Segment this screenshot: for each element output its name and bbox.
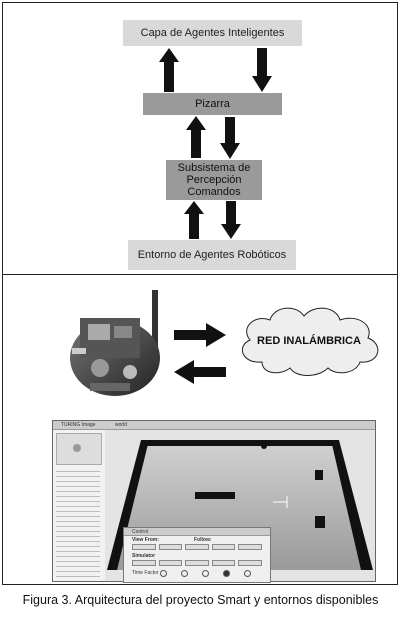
up-arrow-icon (184, 201, 204, 239)
time-factor-radios (160, 570, 264, 577)
simulator-button[interactable] (132, 560, 156, 566)
view-button[interactable] (185, 544, 209, 550)
figure-divider (2, 274, 398, 275)
world-window-titlebar: world (105, 421, 375, 430)
perception-subsystem-box: Subsistema de Percepción Comandos (166, 160, 262, 200)
turing-text-list (56, 467, 100, 577)
world-window-title: world (115, 422, 127, 428)
robotic-environment-box: Entorno de Agentes Robóticos (128, 240, 296, 270)
time-factor-radio[interactable] (181, 570, 188, 577)
turing-image-view (56, 433, 102, 465)
wireless-network-label: RED INALÁMBRICA (257, 335, 361, 347)
view-button[interactable] (211, 544, 236, 550)
subsystem-line-1: Subsistema de (177, 162, 251, 174)
up-arrow-icon (186, 116, 206, 158)
turing-window-titlebar: TURING Image (53, 421, 105, 430)
subsystem-line-2: Percepción (186, 174, 242, 186)
simulator-label: Simulator (132, 553, 156, 559)
figure-caption: Figura 3. Arquitectura del proyecto Smar… (22, 593, 379, 607)
agents-layer-box: Capa de Agentes Inteligentes (123, 20, 302, 46)
control-panel-titlebar: Control (124, 528, 270, 536)
simulator-button[interactable] (185, 560, 209, 566)
simulator-buttons-row (132, 560, 262, 566)
turing-image-window: TURING Image (53, 421, 106, 581)
view-buttons-row (132, 544, 262, 550)
turing-window-title: TURING Image (61, 422, 96, 428)
simulator-button[interactable] (158, 560, 183, 566)
right-arrow-icon (174, 323, 226, 347)
blackboard-box: Pizarra (143, 93, 282, 115)
wireless-arrows (174, 323, 226, 384)
down-arrow-icon (252, 48, 272, 92)
view-button[interactable] (132, 544, 156, 550)
world-window: world (105, 421, 375, 581)
time-factor-radio[interactable] (223, 570, 230, 577)
time-factor-radio[interactable] (244, 570, 251, 577)
wireless-cloud (241, 307, 379, 376)
simulator-screenshot: TURING Image world (52, 420, 376, 583)
robot-photo (70, 290, 160, 396)
agents-layer-label: Capa de Agentes Inteligentes (140, 27, 285, 39)
simulator-button[interactable] (238, 560, 262, 566)
down-arrow-icon (221, 201, 241, 239)
environment-label: Entorno de Agentes Robóticos (137, 249, 287, 261)
control-panel: Control View From: Follow: Simulator Tim… (123, 527, 271, 583)
view-button[interactable] (158, 544, 183, 550)
time-factor-radio[interactable] (160, 570, 167, 577)
subsystem-line-3: Comandos (187, 186, 241, 198)
blackboard-label: Pizarra (195, 98, 230, 110)
figure-frame (2, 2, 398, 585)
view-from-label: View From: (132, 537, 159, 543)
down-arrow-icon (220, 117, 240, 159)
follow-label: Follow: (194, 537, 212, 543)
up-arrow-icon (159, 48, 179, 92)
control-panel-title: Control (132, 529, 149, 535)
view-button[interactable] (238, 544, 262, 550)
time-factor-label: Time Factor (132, 570, 159, 576)
simulator-button[interactable] (211, 560, 236, 566)
arrows-layer (159, 48, 272, 239)
left-arrow-icon (174, 360, 226, 384)
time-factor-radio[interactable] (202, 570, 209, 577)
